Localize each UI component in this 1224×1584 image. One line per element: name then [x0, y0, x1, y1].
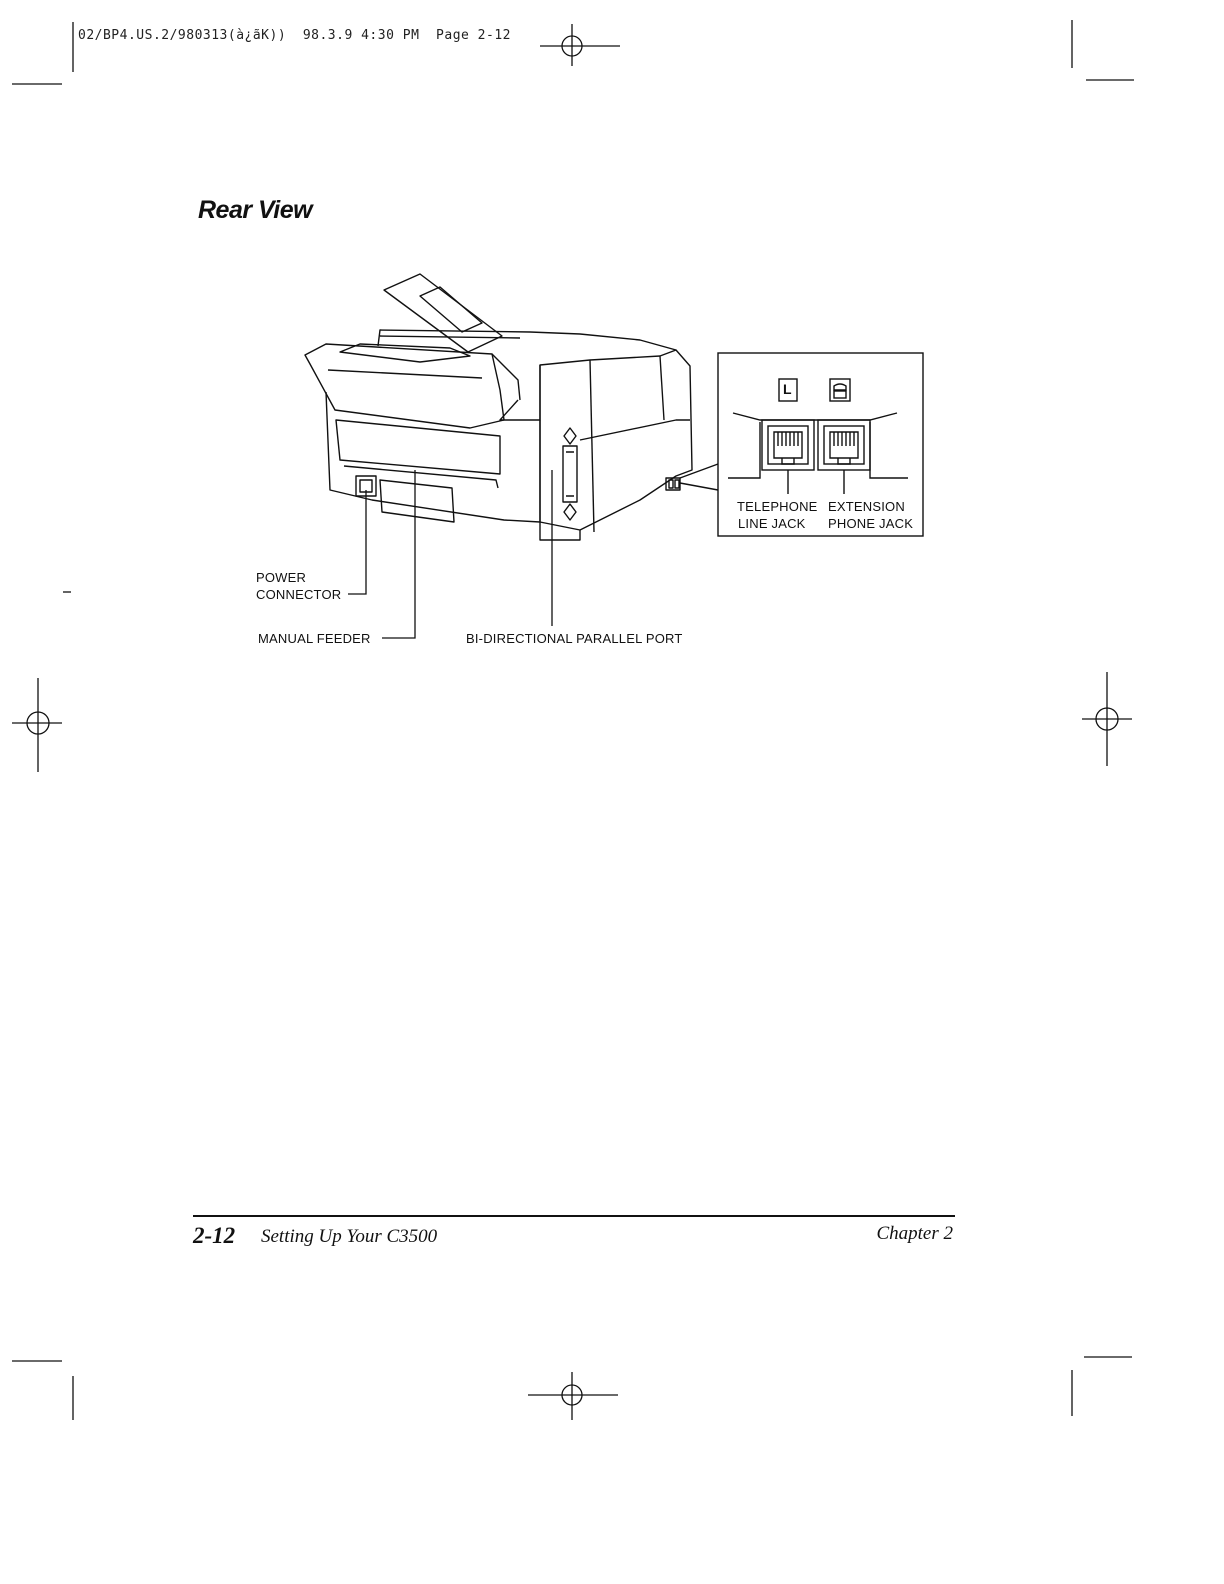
registration-mark-right: [1082, 672, 1132, 766]
extension-phone-jack: [818, 420, 870, 494]
line-jack-icon: L: [783, 381, 792, 397]
telephone-line-jack-label: TELEPHONE LINE JACK: [737, 498, 818, 532]
extension-phone-jack-label-line2: PHONE JACK: [828, 515, 913, 532]
telephone-line-jack-label-line1: TELEPHONE: [737, 498, 818, 515]
telephone-line-jack: [762, 420, 814, 494]
printer-illustration: [305, 274, 692, 540]
footer-page-number: 2-12: [193, 1223, 235, 1249]
registration-mark-top: [540, 24, 620, 66]
power-connector-label-line2: CONNECTOR: [256, 586, 341, 603]
manual-feeder-leader: [382, 470, 415, 638]
manual-feeder-label: MANUAL FEEDER: [258, 630, 371, 647]
print-slug-header: 02/BP4.US.2/980313(à¿ãK)) 98.3.9 4:30 PM…: [78, 28, 511, 43]
footer-rule: [193, 1215, 955, 1217]
footer-running-title: Setting Up Your C3500: [261, 1226, 437, 1248]
section-title: Rear View: [198, 196, 312, 225]
telephone-line-jack-label-line2: LINE JACK: [737, 515, 818, 532]
power-connector-label: POWER CONNECTOR: [256, 569, 341, 603]
power-connector-leader: [348, 490, 366, 594]
footer-chapter: Chapter 2: [876, 1223, 953, 1245]
extension-phone-jack-label: EXTENSION PHONE JACK: [828, 498, 913, 532]
phone-handset-icon: [830, 379, 850, 401]
registration-mark-bottom: [528, 1372, 618, 1420]
parallel-port-label: BI-DIRECTIONAL PARALLEL PORT: [466, 630, 683, 647]
registration-mark-left: [12, 678, 62, 772]
extension-phone-jack-label-line1: EXTENSION: [828, 498, 913, 515]
power-connector-label-line1: POWER: [256, 569, 341, 586]
